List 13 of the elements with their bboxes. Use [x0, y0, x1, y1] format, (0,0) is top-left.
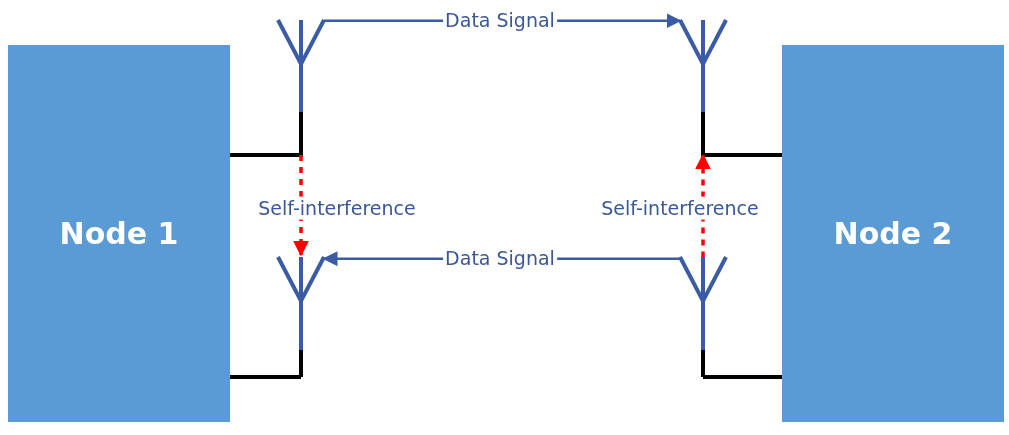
- feed-line: [701, 375, 782, 379]
- antenna-symbol: [276, 255, 326, 377]
- node-box: [8, 45, 230, 422]
- dashed-arrow: [695, 153, 711, 258]
- dashed-arrow: [293, 155, 309, 257]
- antenna-symbol: [678, 18, 728, 155]
- node-label: Node 1: [59, 216, 179, 251]
- antenna-symbol: [276, 18, 326, 155]
- node-box: [782, 45, 1004, 422]
- antenna-symbol: [678, 255, 728, 377]
- node-label: Node 2: [833, 216, 953, 251]
- edge-label: Self-interference: [599, 196, 761, 220]
- feed-line: [230, 375, 303, 379]
